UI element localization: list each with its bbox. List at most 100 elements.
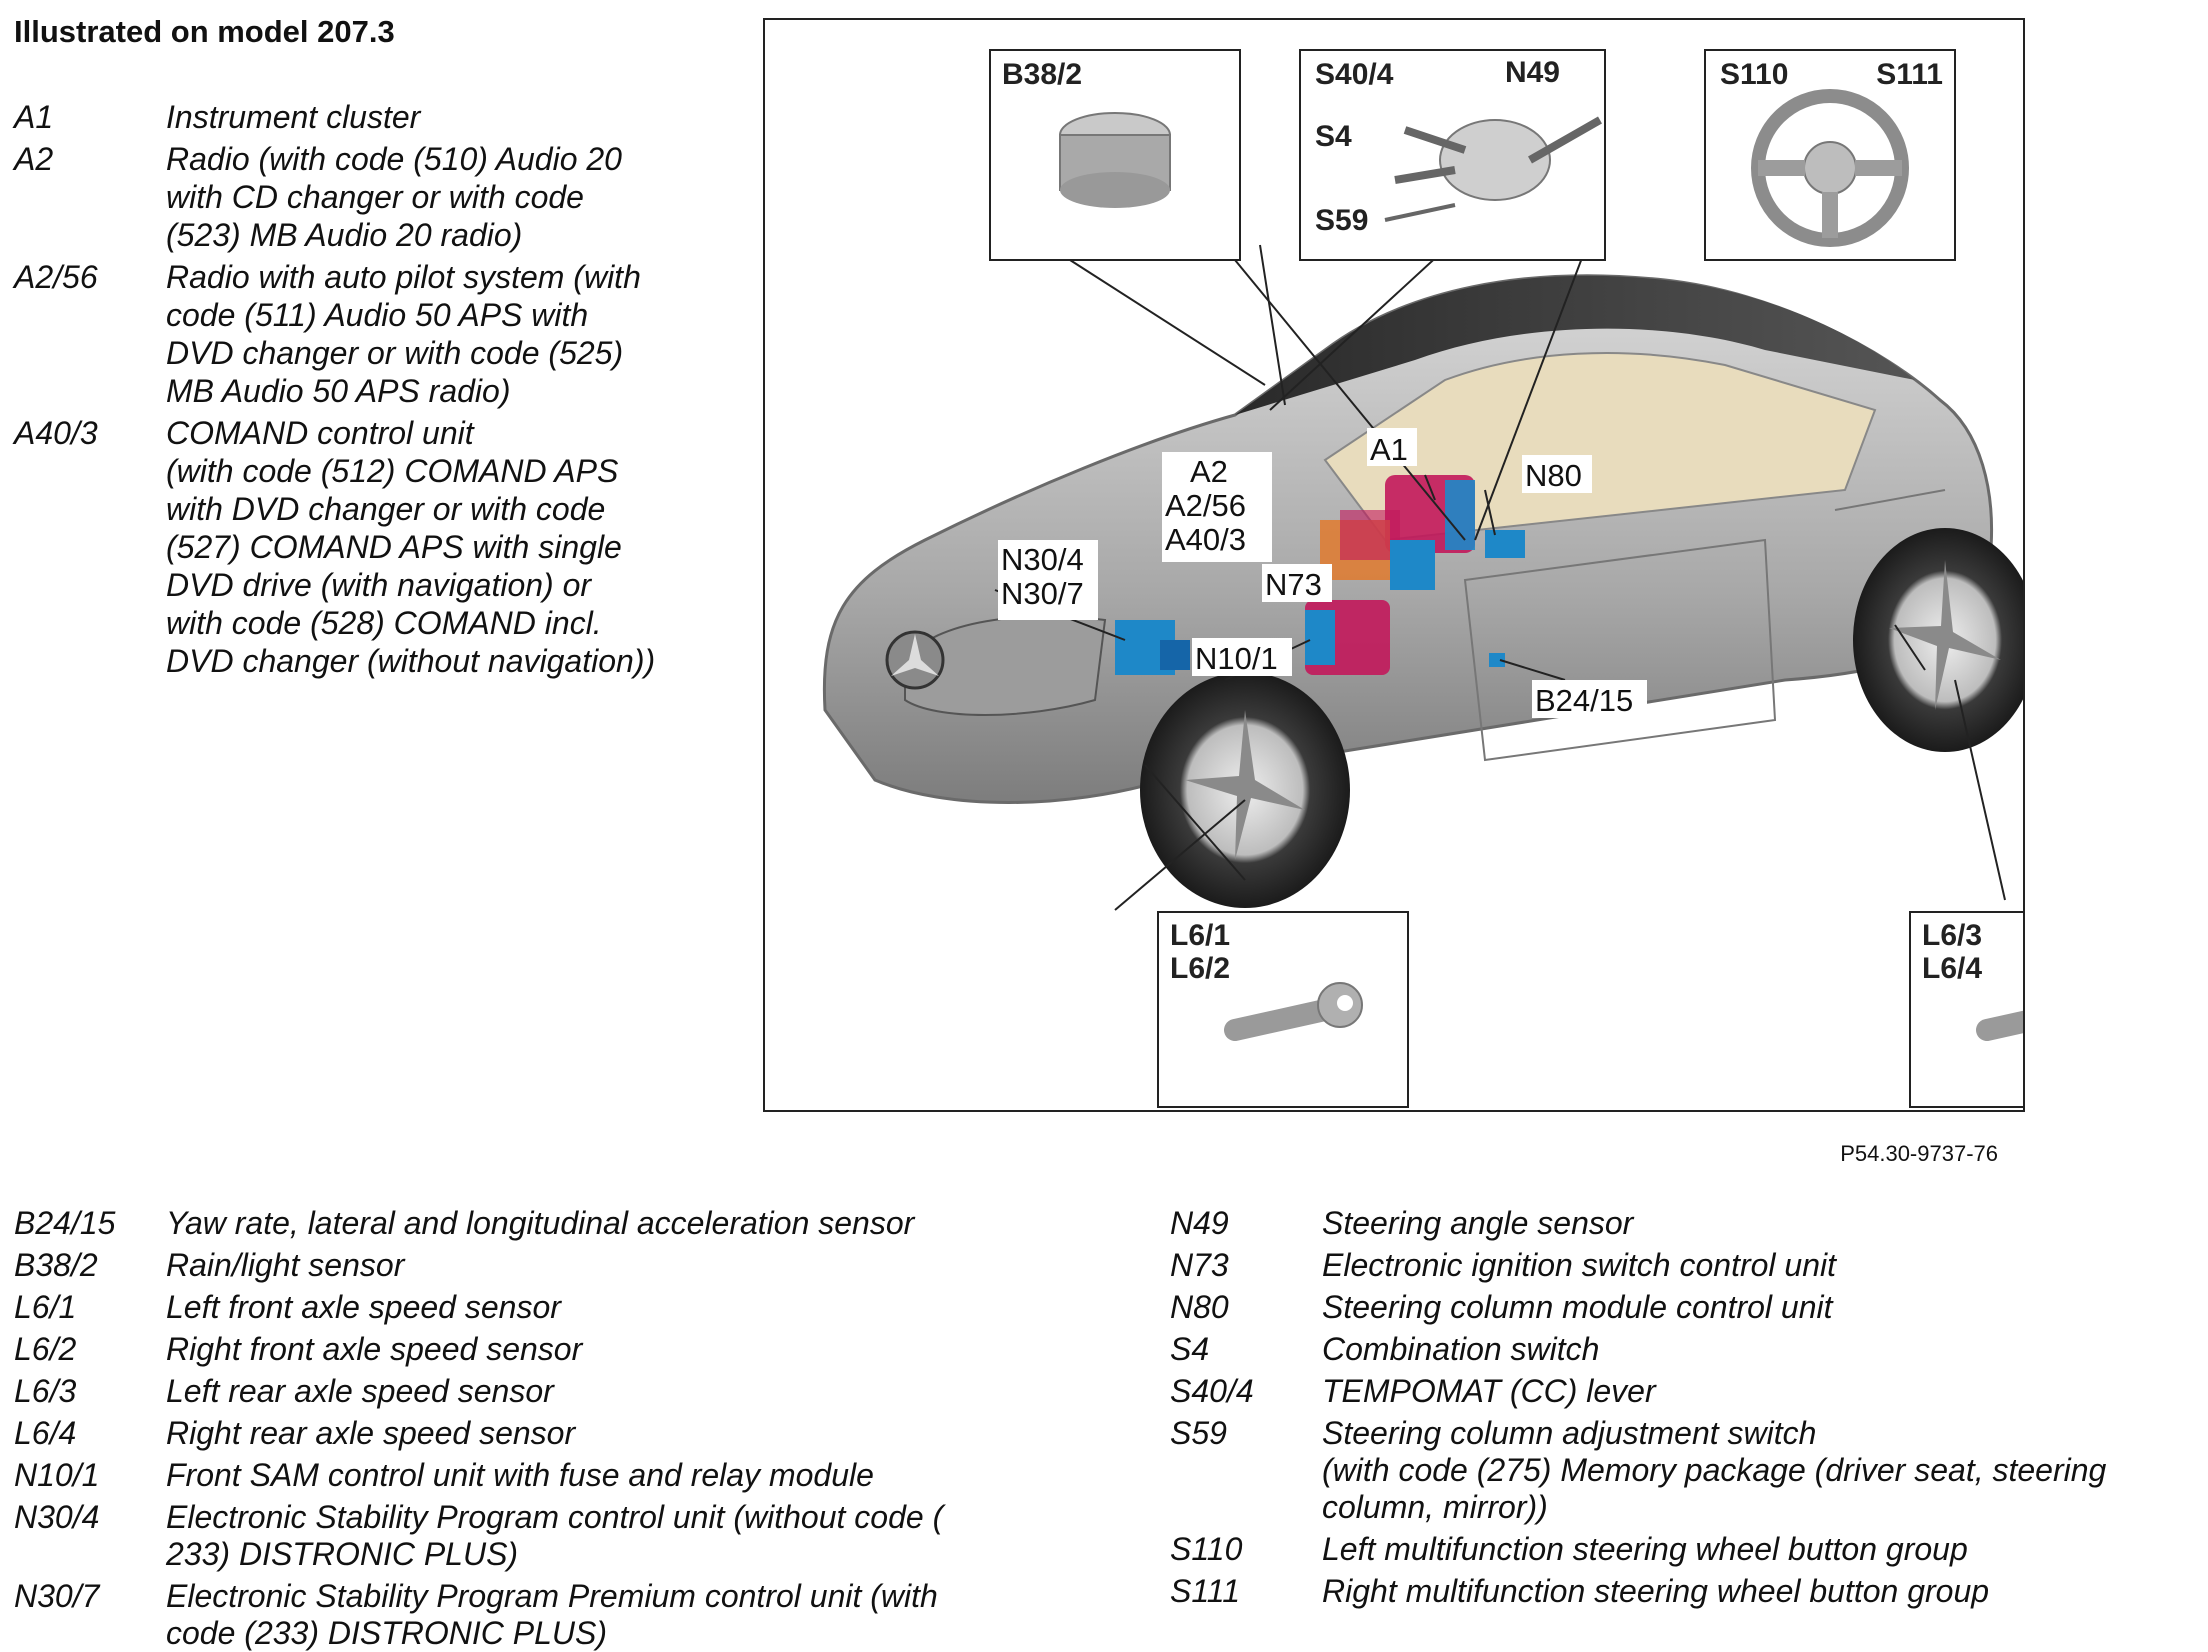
legend-item: N73 Electronic ignition switch control un… — [1170, 1247, 2190, 1284]
legend-code: A1 — [14, 99, 54, 135]
legend-code: L6/4 — [14, 1415, 77, 1451]
legend-description: Steering column module control unit — [1322, 1289, 1833, 1325]
legend-description: Electronic ignition switch control unit — [1322, 1247, 1837, 1283]
legend-description: Electronic Stability Program control uni… — [166, 1499, 944, 1572]
legend-code: B24/15 — [14, 1205, 116, 1241]
legend-description: Electronic Stability Program Premium con… — [166, 1578, 938, 1651]
legend-item: S59 Steering column adjustment switch (wi… — [1170, 1415, 2190, 1526]
legend-description: Right rear axle speed sensor — [166, 1415, 576, 1451]
legend-description: Left front axle speed sensor — [166, 1289, 561, 1325]
inset-steering-wheel: S110 S111 — [1704, 49, 1956, 261]
legend-item: N80 Steering column module control unit — [1170, 1289, 2190, 1326]
figure-reference: P54.30-9737-76 — [1840, 1141, 1998, 1166]
legend-code: L6/1 — [14, 1289, 77, 1325]
callout-a2-56: A2/56 — [1165, 488, 1246, 523]
legend-code: N49 — [1170, 1205, 1229, 1241]
legend-item: N49 Steering angle sensor — [1170, 1205, 2190, 1242]
inset-label-s59: S59 — [1315, 204, 1368, 237]
callout-a2: A2 — [1190, 454, 1228, 489]
legend-item: N30/7 Electronic Stability Program Premiu… — [14, 1578, 1124, 1652]
legend-item: L6/3 Left rear axle speed sensor — [14, 1373, 1124, 1410]
legend-code: N73 — [1170, 1247, 1229, 1283]
legend-description: Radio (with code (510) Audio 20 with CD … — [166, 141, 622, 253]
legend-code: L6/3 — [14, 1373, 77, 1409]
legend-item: A40/3 COMAND control unit (with code (512… — [14, 414, 704, 680]
legend-code: A40/3 — [14, 415, 98, 451]
component-n80 — [1485, 530, 1525, 558]
legend-description: TEMPOMAT (CC) lever — [1322, 1373, 1656, 1409]
legend-description: Front SAM control unit with fuse and rel… — [166, 1457, 874, 1493]
callout-n73: N73 — [1265, 567, 1322, 602]
legend-code: S4 — [1170, 1331, 1210, 1367]
legend-item: N30/4 Electronic Stability Program contro… — [14, 1499, 1124, 1573]
legend-bottom-left: B24/15 Yaw rate, lateral and longitudinal… — [14, 1200, 1124, 1652]
page-title: Illustrated on model 207.3 — [14, 14, 395, 49]
legend-item: B38/2 Rain/light sensor — [14, 1247, 1124, 1284]
legend-item: N10/1 Front SAM control unit with fuse an… — [14, 1457, 1124, 1494]
car-diagram: B38/2 S40/4 N49 S4 S59 S110 S111 — [822, 49, 2023, 1108]
legend-code: N80 — [1170, 1289, 1229, 1325]
diagram-frame: B38/2 S40/4 N49 S4 S59 S110 S111 — [763, 18, 2025, 1112]
inset-rear-speed-sensor: L6/3 L6/4 — [1909, 911, 2023, 1108]
callout-n10-1: N10/1 — [1195, 641, 1278, 676]
legend-item: L6/2 Right front axle speed sensor — [14, 1331, 1124, 1368]
legend-description: Steering angle sensor — [1322, 1205, 1634, 1241]
legend-code: S40/4 — [1170, 1373, 1254, 1409]
legend-item: L6/1 Left front axle speed sensor — [14, 1289, 1124, 1326]
component-a1-instrument-cluster — [1385, 475, 1475, 553]
legend-description: Yaw rate, lateral and longitudinal accel… — [166, 1205, 915, 1241]
legend-description: Rain/light sensor — [166, 1247, 405, 1283]
legend-description: COMAND control unit (with code (512) COM… — [166, 415, 656, 679]
rear-wheel — [1853, 528, 2023, 752]
legend-code: S59 — [1170, 1415, 1227, 1451]
legend-code: L6/2 — [14, 1331, 77, 1367]
callout-a40-3: A40/3 — [1165, 522, 1246, 557]
legend-code: B38/2 — [14, 1247, 98, 1283]
legend-description: Left multifunction steering wheel button… — [1322, 1531, 1968, 1567]
legend-item: L6/4 Right rear axle speed sensor — [14, 1415, 1124, 1452]
inset-b38-2: B38/2 — [989, 49, 1241, 261]
legend-description: Steering column adjustment switch (with … — [1322, 1415, 2107, 1525]
legend-item: A1 Instrument cluster — [14, 98, 704, 136]
callout-a1: A1 — [1370, 432, 1408, 467]
legend-item: S40/4 TEMPOMAT (CC) lever — [1170, 1373, 2190, 1410]
inset-label-l61: L6/1 — [1170, 919, 1230, 952]
legend-description: Right multifunction steering wheel butto… — [1322, 1573, 1990, 1609]
callout-n80: N80 — [1525, 458, 1582, 493]
callout-n30-4: N30/4 — [1001, 542, 1084, 577]
inset-label-l64: L6/4 — [1922, 952, 1982, 985]
legend-code: S110 — [1170, 1531, 1243, 1567]
inset-label-s110: S110 — [1720, 58, 1788, 91]
legend-code: A2/56 — [14, 259, 98, 295]
inset-front-speed-sensor: L6/1 L6/2 — [1157, 911, 1409, 1108]
component-n101 — [1305, 600, 1390, 675]
legend-code: S111 — [1170, 1573, 1240, 1609]
inset-label-l63: L6/3 — [1922, 919, 1982, 952]
legend-description: Left rear axle speed sensor — [166, 1373, 554, 1409]
legend-item: A2 Radio (with code (510) Audio 20 with C… — [14, 140, 704, 254]
legend-item: S110 Left multifunction steering wheel bu… — [1170, 1531, 2190, 1568]
legend-item: S4 Combination switch — [1170, 1331, 2190, 1368]
callouts: A1 A2 A2/56 A40/3 N80 N30/4 N30/7 N73 N1… — [998, 428, 1647, 718]
inset-label-n49: N49 — [1505, 56, 1560, 89]
legend-item: S111 Right multifunction steering wheel b… — [1170, 1573, 2190, 1610]
component-n73 — [1390, 540, 1435, 590]
component-n304 — [1115, 620, 1190, 675]
legend-description: Combination switch — [1322, 1331, 1600, 1367]
legend-item: B24/15 Yaw rate, lateral and longitudinal… — [14, 1205, 1124, 1242]
legend-code: N30/7 — [14, 1578, 100, 1614]
inset-label-s111: S111 — [1876, 58, 1943, 91]
inset-label-l62: L6/2 — [1170, 952, 1230, 985]
callout-n30-7: N30/7 — [1001, 576, 1084, 611]
legend-description: Right front axle speed sensor — [166, 1331, 583, 1367]
legend-code: N10/1 — [14, 1457, 100, 1493]
front-wheel — [1140, 672, 1350, 908]
component-a2-radio — [1320, 510, 1400, 580]
inset-label-s404: S40/4 — [1315, 58, 1394, 91]
legend-code: A2 — [14, 141, 54, 177]
inset-label-s4: S4 — [1315, 120, 1352, 153]
legend-description: Instrument cluster — [166, 99, 421, 135]
legend-code: N30/4 — [14, 1499, 100, 1535]
